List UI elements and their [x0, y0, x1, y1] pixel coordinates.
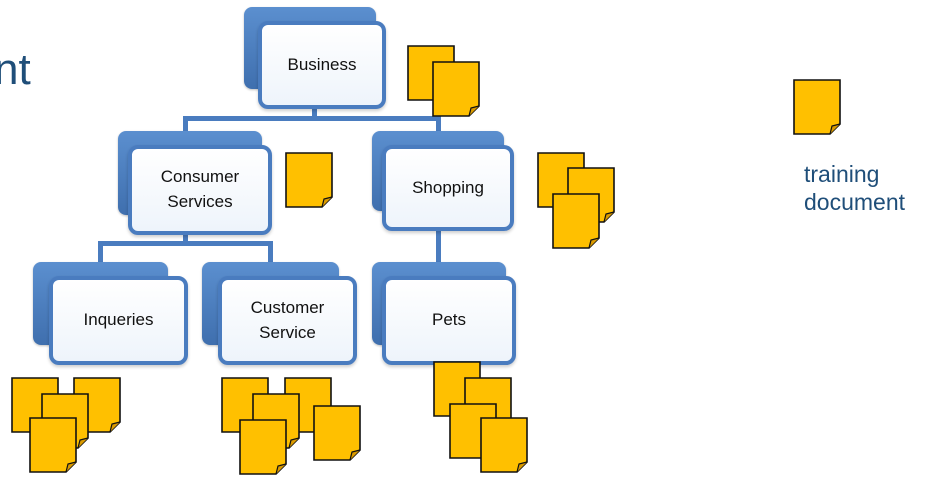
connector-level1-bar — [183, 116, 441, 121]
connector-consumer-drop — [183, 116, 188, 136]
document-icon — [480, 417, 528, 473]
node-inqueries[interactable]: Inqueries — [33, 262, 188, 365]
node-shopping[interactable]: Shopping — [372, 131, 514, 231]
connector-inqueries-drop — [98, 241, 103, 263]
node-business-label: Business — [287, 54, 357, 74]
legend-label-line2: document — [804, 189, 906, 216]
node-customer-label-line2: Service — [259, 322, 316, 342]
legend-label: training document — [804, 160, 905, 216]
slide-title-fragment: nt — [0, 45, 31, 94]
node-pets-label: Pets — [431, 310, 467, 330]
document-icon — [29, 417, 77, 473]
node-customer-label-line1: Customer — [250, 297, 325, 317]
node-inqueries-label: Inqueries — [83, 310, 154, 330]
node-consumer-label-line1: Consumer — [160, 167, 240, 187]
node-business[interactable]: Business — [244, 7, 386, 109]
connector-business-trunk — [312, 103, 317, 119]
document-icon — [239, 419, 287, 475]
document-icon — [285, 152, 333, 208]
node-consumer-label-line2: Services — [167, 192, 233, 211]
document-icon — [552, 193, 600, 249]
connector-pets-drop — [436, 226, 441, 264]
node-shopping-label: Shopping — [412, 177, 484, 197]
legend-document-icon — [793, 79, 841, 135]
connector-consumer-trunk — [183, 230, 188, 244]
connector-level2-bar — [98, 241, 273, 246]
document-icon — [432, 61, 480, 117]
connector-customer-drop — [268, 241, 273, 263]
legend-label-line1: training — [804, 161, 880, 187]
connector-shopping-drop — [436, 116, 441, 136]
document-icon — [313, 405, 361, 461]
